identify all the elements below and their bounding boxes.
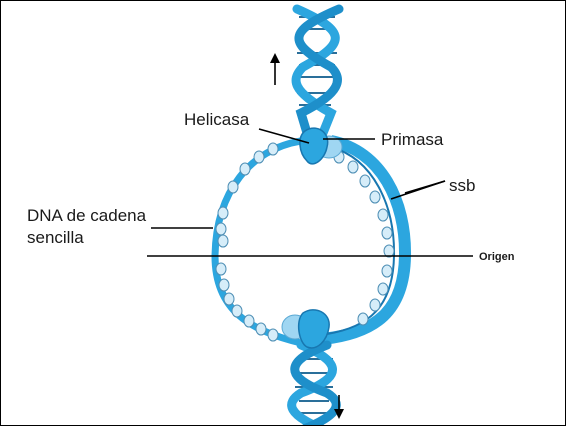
ssb-leader-2 bbox=[391, 181, 445, 199]
arrow-up-icon bbox=[270, 53, 280, 85]
label-dna-line1: DNA de cadena bbox=[27, 206, 147, 225]
label-origen: Origen bbox=[479, 251, 515, 263]
label-dna-line2: sencilla bbox=[27, 228, 84, 247]
label-helicasa: Helicasa bbox=[184, 110, 250, 129]
label-primasa: Primasa bbox=[381, 130, 444, 149]
bottom-dna-helix bbox=[292, 345, 337, 426]
label-ssb: ssb bbox=[449, 176, 475, 195]
top-helicase bbox=[300, 128, 328, 164]
top-dna-helix bbox=[296, 9, 339, 133]
